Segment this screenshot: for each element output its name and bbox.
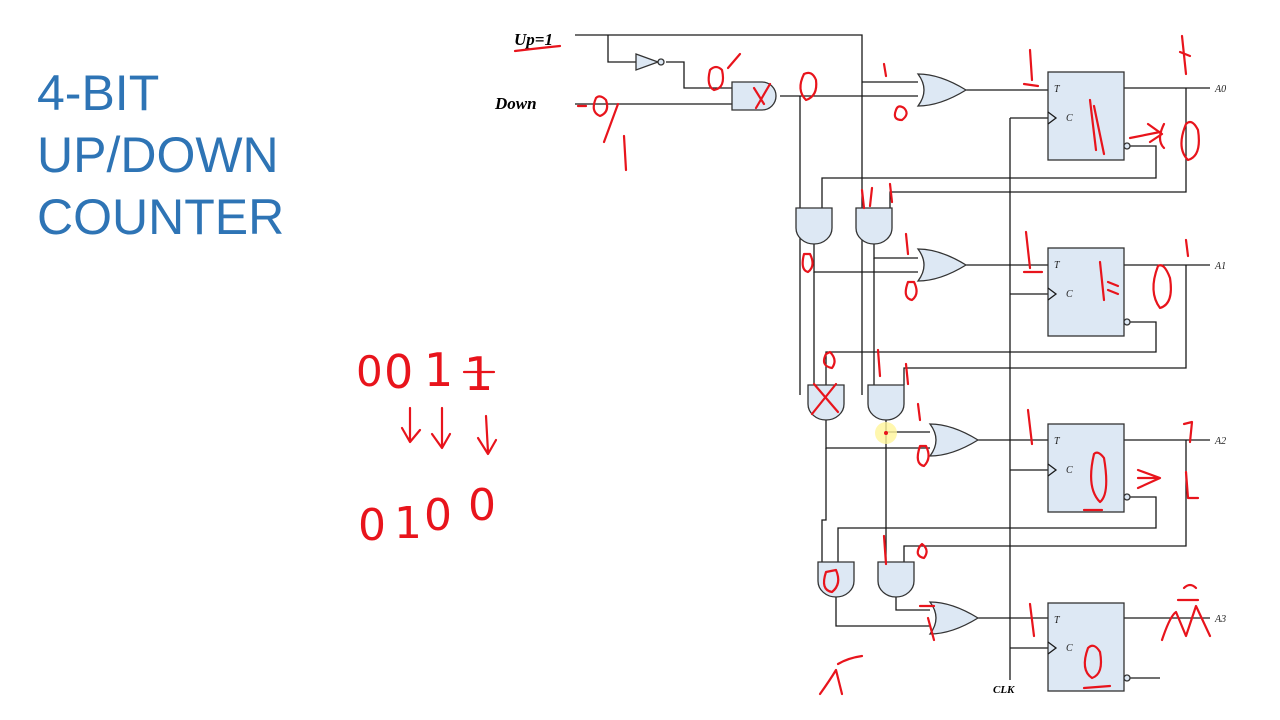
and-gate-up-1 <box>855 207 893 245</box>
or-gate-a3 <box>928 601 980 635</box>
handwritten-binary-after: 0 1 0 0 <box>358 480 496 551</box>
and-gate-up-3 <box>877 561 915 598</box>
and-gate-up-2 <box>867 384 905 421</box>
circuit-wires <box>575 34 1210 680</box>
t-flip-flop-0: T C <box>1047 71 1131 161</box>
slide-title: 4-BIT UP/DOWN COUNTER <box>37 62 337 248</box>
after-bit-1: 0 <box>424 490 452 541</box>
svg-text:C: C <box>1066 289 1073 300</box>
t-flip-flop-3: T C <box>1047 602 1131 692</box>
after-bit-2: 1 <box>394 498 422 549</box>
t-flip-flop-2: T C <box>1047 423 1131 513</box>
title-line-1: 4-BIT <box>37 65 160 121</box>
svg-text:C: C <box>1066 465 1073 476</box>
before-bit-1: 1 <box>424 343 453 397</box>
svg-text:C: C <box>1066 113 1073 124</box>
after-bit-0: 0 <box>468 480 496 531</box>
t-flip-flop-1: T C <box>1047 247 1131 337</box>
up-input-label: Up=1 <box>514 30 553 49</box>
not-gate <box>635 53 665 71</box>
output-label-a1: A1 <box>1214 261 1226 272</box>
or-gate-a0 <box>916 73 968 107</box>
handwritten-binary-before: 0 0 1 1 <box>356 343 496 401</box>
output-label-a3: A3 <box>1214 614 1226 625</box>
output-label-a0: A0 <box>1214 84 1226 95</box>
svg-text:T: T <box>1054 260 1061 271</box>
svg-text:T: T <box>1054 615 1061 626</box>
svg-text:T: T <box>1054 84 1061 95</box>
before-bit-3: 0 <box>356 347 383 396</box>
handwritten-ink-marks <box>513 34 1212 696</box>
title-line-2: UP/DOWN <box>37 127 279 183</box>
and-gate-down <box>731 81 777 111</box>
or-gate-a2 <box>928 423 980 457</box>
before-bit-0: 1 <box>464 347 493 401</box>
handwritten-arrows-down <box>400 406 498 456</box>
output-label-a2: A2 <box>1214 436 1226 447</box>
title-line-3: COUNTER <box>37 189 285 245</box>
or-gate-a1 <box>916 248 968 282</box>
svg-text:C: C <box>1066 643 1073 654</box>
down-input-label: Down <box>494 94 537 113</box>
before-bit-2: 0 <box>384 345 413 399</box>
after-bit-3: 0 <box>358 500 386 551</box>
and-gate-down-1 <box>795 207 833 245</box>
svg-text:T: T <box>1054 436 1061 447</box>
clock-label: CLK <box>993 684 1015 696</box>
and-gate-down-2 <box>807 384 845 421</box>
